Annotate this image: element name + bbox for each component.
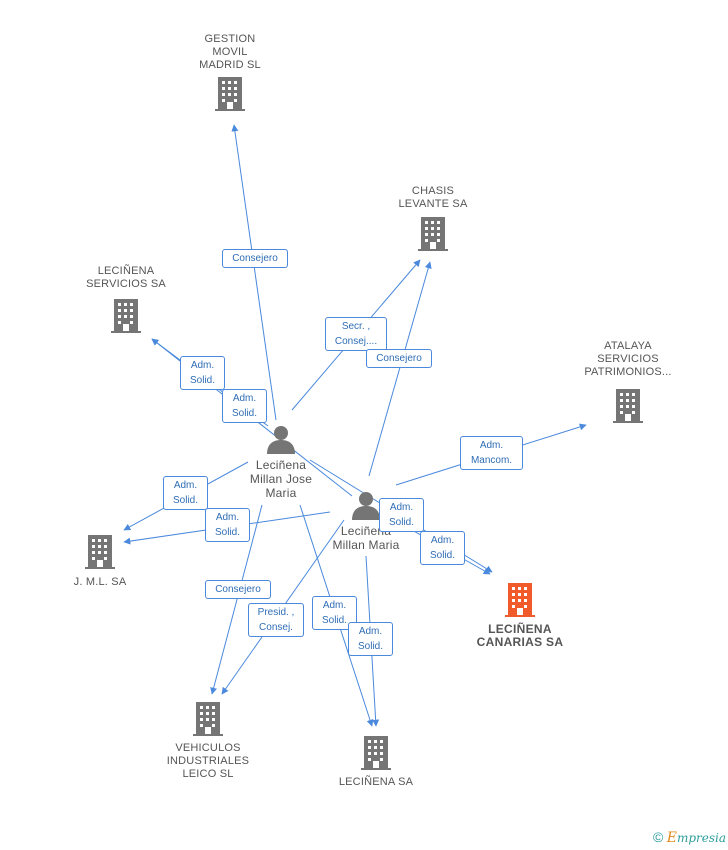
node-label: CHASIS LEVANTE SA [398, 185, 468, 210]
node-lecinena-canarias[interactable]: LECIÑENA CANARIAS SA [470, 583, 570, 649]
edge-label-consejero[interactable]: Consejero [222, 249, 288, 268]
node-chasis-levante[interactable]: CHASIS LEVANTE SA [383, 185, 483, 251]
edge-label-adm-solid[interactable]: Adm. Solid. [180, 356, 225, 390]
copyright-icon: © [653, 829, 664, 845]
person-icon [267, 426, 295, 454]
company-building-icon [361, 736, 391, 770]
node-label: J. M.L. SA [73, 576, 127, 588]
node-label: LECIÑENA SERVICIOS SA [86, 265, 166, 290]
edge-label-adm-solid[interactable]: Adm. Solid. [379, 498, 424, 532]
edge-label-presid-consej[interactable]: Presid. , Consej. [248, 603, 304, 637]
node-label: GESTION MOVIL MADRID SL [199, 33, 261, 71]
company-building-icon [111, 299, 141, 333]
node-vehiculos-industriales[interactable]: VEHICULOS INDUSTRIALES LEICO SL [158, 702, 258, 781]
node-label: Leciñena Millan Maria [332, 524, 400, 552]
company-building-icon [613, 389, 643, 423]
edge-label-adm-solid[interactable]: Adm. Solid. [348, 622, 393, 656]
edge-label-adm-solid[interactable]: Adm. Solid. [222, 389, 267, 423]
node-jml[interactable]: J. M.L. SA [50, 535, 150, 589]
node-gestion-movil-madrid[interactable]: GESTION MOVIL MADRID SL [180, 33, 280, 111]
company-building-icon [193, 702, 223, 736]
brand-initial: E [666, 830, 677, 846]
node-atalaya-servicios[interactable]: ATALAYA SERVICIOS PATRIMONIOS... [572, 340, 684, 423]
edge-label-consejero[interactable]: Consejero [366, 349, 432, 368]
company-building-icon [418, 217, 448, 251]
edge-jose-gestion [231, 124, 277, 421]
node-label: ATALAYA SERVICIOS PATRIMONIOS... [584, 340, 672, 378]
node-label: VEHICULOS INDUSTRIALES LEICO SL [166, 742, 250, 780]
node-label: LECIÑENA CANARIAS SA [476, 622, 564, 649]
edge-label-consejero[interactable]: Consejero [205, 580, 271, 599]
edge-label-adm-solid[interactable]: Adm. Solid. [420, 531, 465, 565]
node-lecinena-sa[interactable]: LECIÑENA SA [326, 736, 426, 789]
edge-jose-vehiculos [210, 504, 263, 695]
footer-brand: © Empresia [653, 829, 726, 846]
edge-label-adm-solid[interactable]: Adm. Solid. [163, 476, 208, 510]
company-building-icon [505, 583, 535, 617]
node-lecinena-servicios[interactable]: LECIÑENA SERVICIOS SA [76, 265, 176, 333]
edge-label-adm-mancom[interactable]: Adm. Mancom. [460, 436, 523, 470]
node-label: LECIÑENA SA [338, 776, 414, 788]
company-building-icon [215, 77, 245, 111]
node-person-jose-maria[interactable]: Leciñena Millan Jose Maria [231, 424, 331, 500]
company-building-icon [85, 535, 115, 569]
brand-name: mpresia [676, 831, 726, 845]
person-icon [352, 492, 380, 520]
edge-label-adm-solid[interactable]: Adm. Solid. [205, 508, 250, 542]
node-person-maria[interactable]: Leciñena Millan Maria [316, 490, 416, 552]
edge-label-secr-consej[interactable]: Secr. , Consej.... [325, 317, 387, 351]
node-label: Leciñena Millan Jose Maria [249, 458, 313, 500]
edge-maria-chasis [368, 261, 432, 477]
